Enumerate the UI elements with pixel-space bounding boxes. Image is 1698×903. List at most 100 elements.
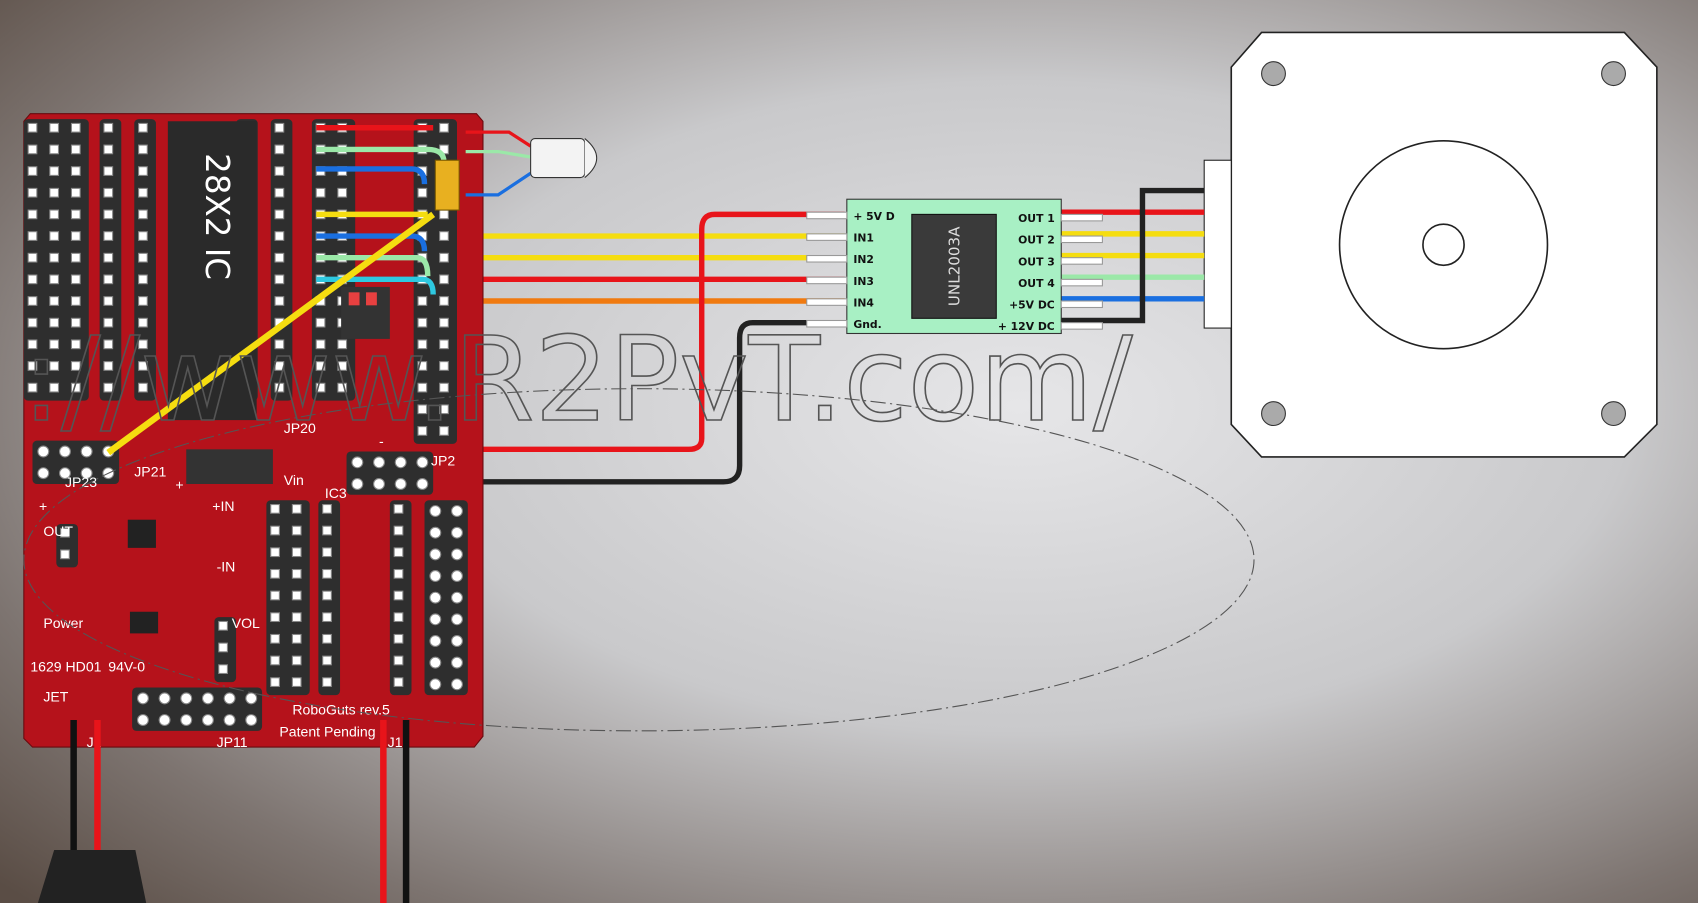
pin (274, 252, 285, 263)
pin (138, 187, 148, 198)
pin (393, 655, 404, 666)
pin (27, 252, 38, 263)
pin (439, 296, 449, 306)
pin (49, 296, 60, 306)
pin (70, 317, 81, 328)
led (465, 130, 598, 197)
silkscreen-label-jp11: JP11 (217, 734, 248, 750)
pin (270, 504, 280, 514)
pin (416, 478, 429, 490)
pin (138, 296, 148, 306)
driver-output-pin (1060, 278, 1103, 287)
pin (136, 692, 149, 705)
chip-label: 28X2 IC (198, 153, 236, 280)
pin (451, 613, 463, 626)
pin (274, 382, 285, 393)
pin (270, 525, 280, 536)
pin (49, 274, 60, 285)
pin (417, 339, 428, 350)
pin (49, 187, 60, 198)
pin (27, 209, 38, 220)
pin (393, 504, 404, 514)
pin (451, 678, 463, 691)
driver-left-pin-label: + 5V D (853, 210, 894, 223)
pin-header (32, 440, 120, 484)
pin (322, 655, 332, 666)
pin (59, 445, 71, 458)
pin (49, 382, 60, 393)
pin (315, 187, 326, 198)
pin (136, 714, 149, 726)
silkscreen-label-jp23: JP23 (65, 474, 97, 490)
pin (138, 166, 148, 176)
pin (274, 144, 285, 155)
pin (451, 570, 463, 582)
pin (291, 590, 302, 601)
pin (270, 547, 280, 558)
pin (451, 526, 463, 539)
pin-header (132, 687, 263, 731)
pin (429, 505, 442, 518)
signal-wires (138, 211, 845, 485)
pin (49, 361, 60, 371)
construction-ellipse (23, 388, 1255, 732)
power-leads (37, 720, 410, 903)
motor-wires (1061, 187, 1205, 324)
pin (439, 231, 449, 241)
pin (245, 692, 258, 705)
driver-output-pin (1060, 213, 1103, 222)
pin (103, 187, 114, 198)
pin (49, 231, 60, 241)
pin (291, 525, 302, 536)
pin (417, 317, 428, 328)
pin (439, 404, 449, 415)
pin (49, 122, 60, 133)
pin (439, 252, 449, 263)
pin (138, 231, 148, 241)
pin (103, 122, 114, 133)
pin (27, 339, 38, 350)
pin (429, 678, 442, 691)
driver-right-pin-label: OUT 4 (1018, 277, 1055, 290)
pin (429, 613, 442, 626)
pin (158, 714, 171, 726)
driver-right-pin-label: OUT 1 (1018, 212, 1055, 225)
stepper-motor (1203, 31, 1658, 458)
pin (70, 361, 81, 371)
pin (103, 339, 114, 350)
pin (70, 231, 81, 241)
pin (351, 478, 364, 490)
driver-right-pin-label: OUT 2 (1018, 234, 1055, 247)
pin (322, 504, 332, 514)
pin (218, 620, 228, 631)
pin (439, 317, 449, 328)
pin (270, 612, 280, 623)
pin (291, 633, 302, 644)
pin (59, 467, 71, 480)
pin (393, 633, 404, 644)
silkscreen-label-jp21: JP21 (134, 463, 166, 479)
silkscreen-label-plus: + (175, 476, 183, 492)
pin (158, 692, 171, 705)
ic-chip (167, 121, 257, 421)
pin (439, 382, 449, 393)
driver-input-pin (806, 276, 848, 285)
pin (393, 525, 404, 536)
pin (429, 548, 442, 561)
silkscreen-label-plus: + (39, 498, 47, 514)
pin (180, 692, 193, 705)
pin (337, 339, 348, 350)
driver-input-pin (806, 254, 848, 263)
pin (274, 166, 285, 176)
pin (394, 478, 407, 490)
pin (274, 361, 285, 371)
pin (393, 612, 404, 623)
pin (274, 231, 285, 241)
pin (27, 317, 38, 328)
pin (138, 209, 148, 220)
pin (429, 656, 442, 669)
pin (218, 664, 228, 675)
pin (451, 656, 463, 669)
